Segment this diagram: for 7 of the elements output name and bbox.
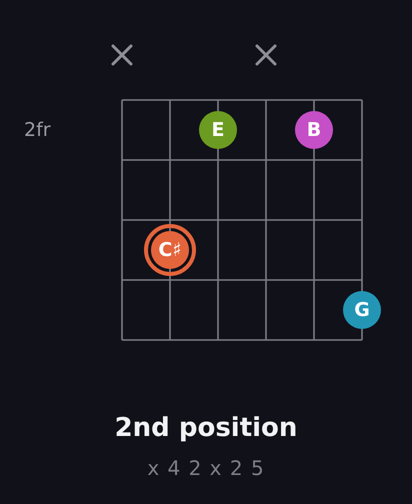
note-dot: E xyxy=(199,111,237,149)
fingering-text: x 4 2 x 2 5 xyxy=(147,456,265,480)
root-note-dot: C♯ xyxy=(144,224,196,276)
fret-number-label: 2fr xyxy=(24,118,51,142)
note-dot: G xyxy=(343,291,381,329)
chord-title: 2nd position xyxy=(114,413,298,443)
note-dot: B xyxy=(295,111,333,149)
